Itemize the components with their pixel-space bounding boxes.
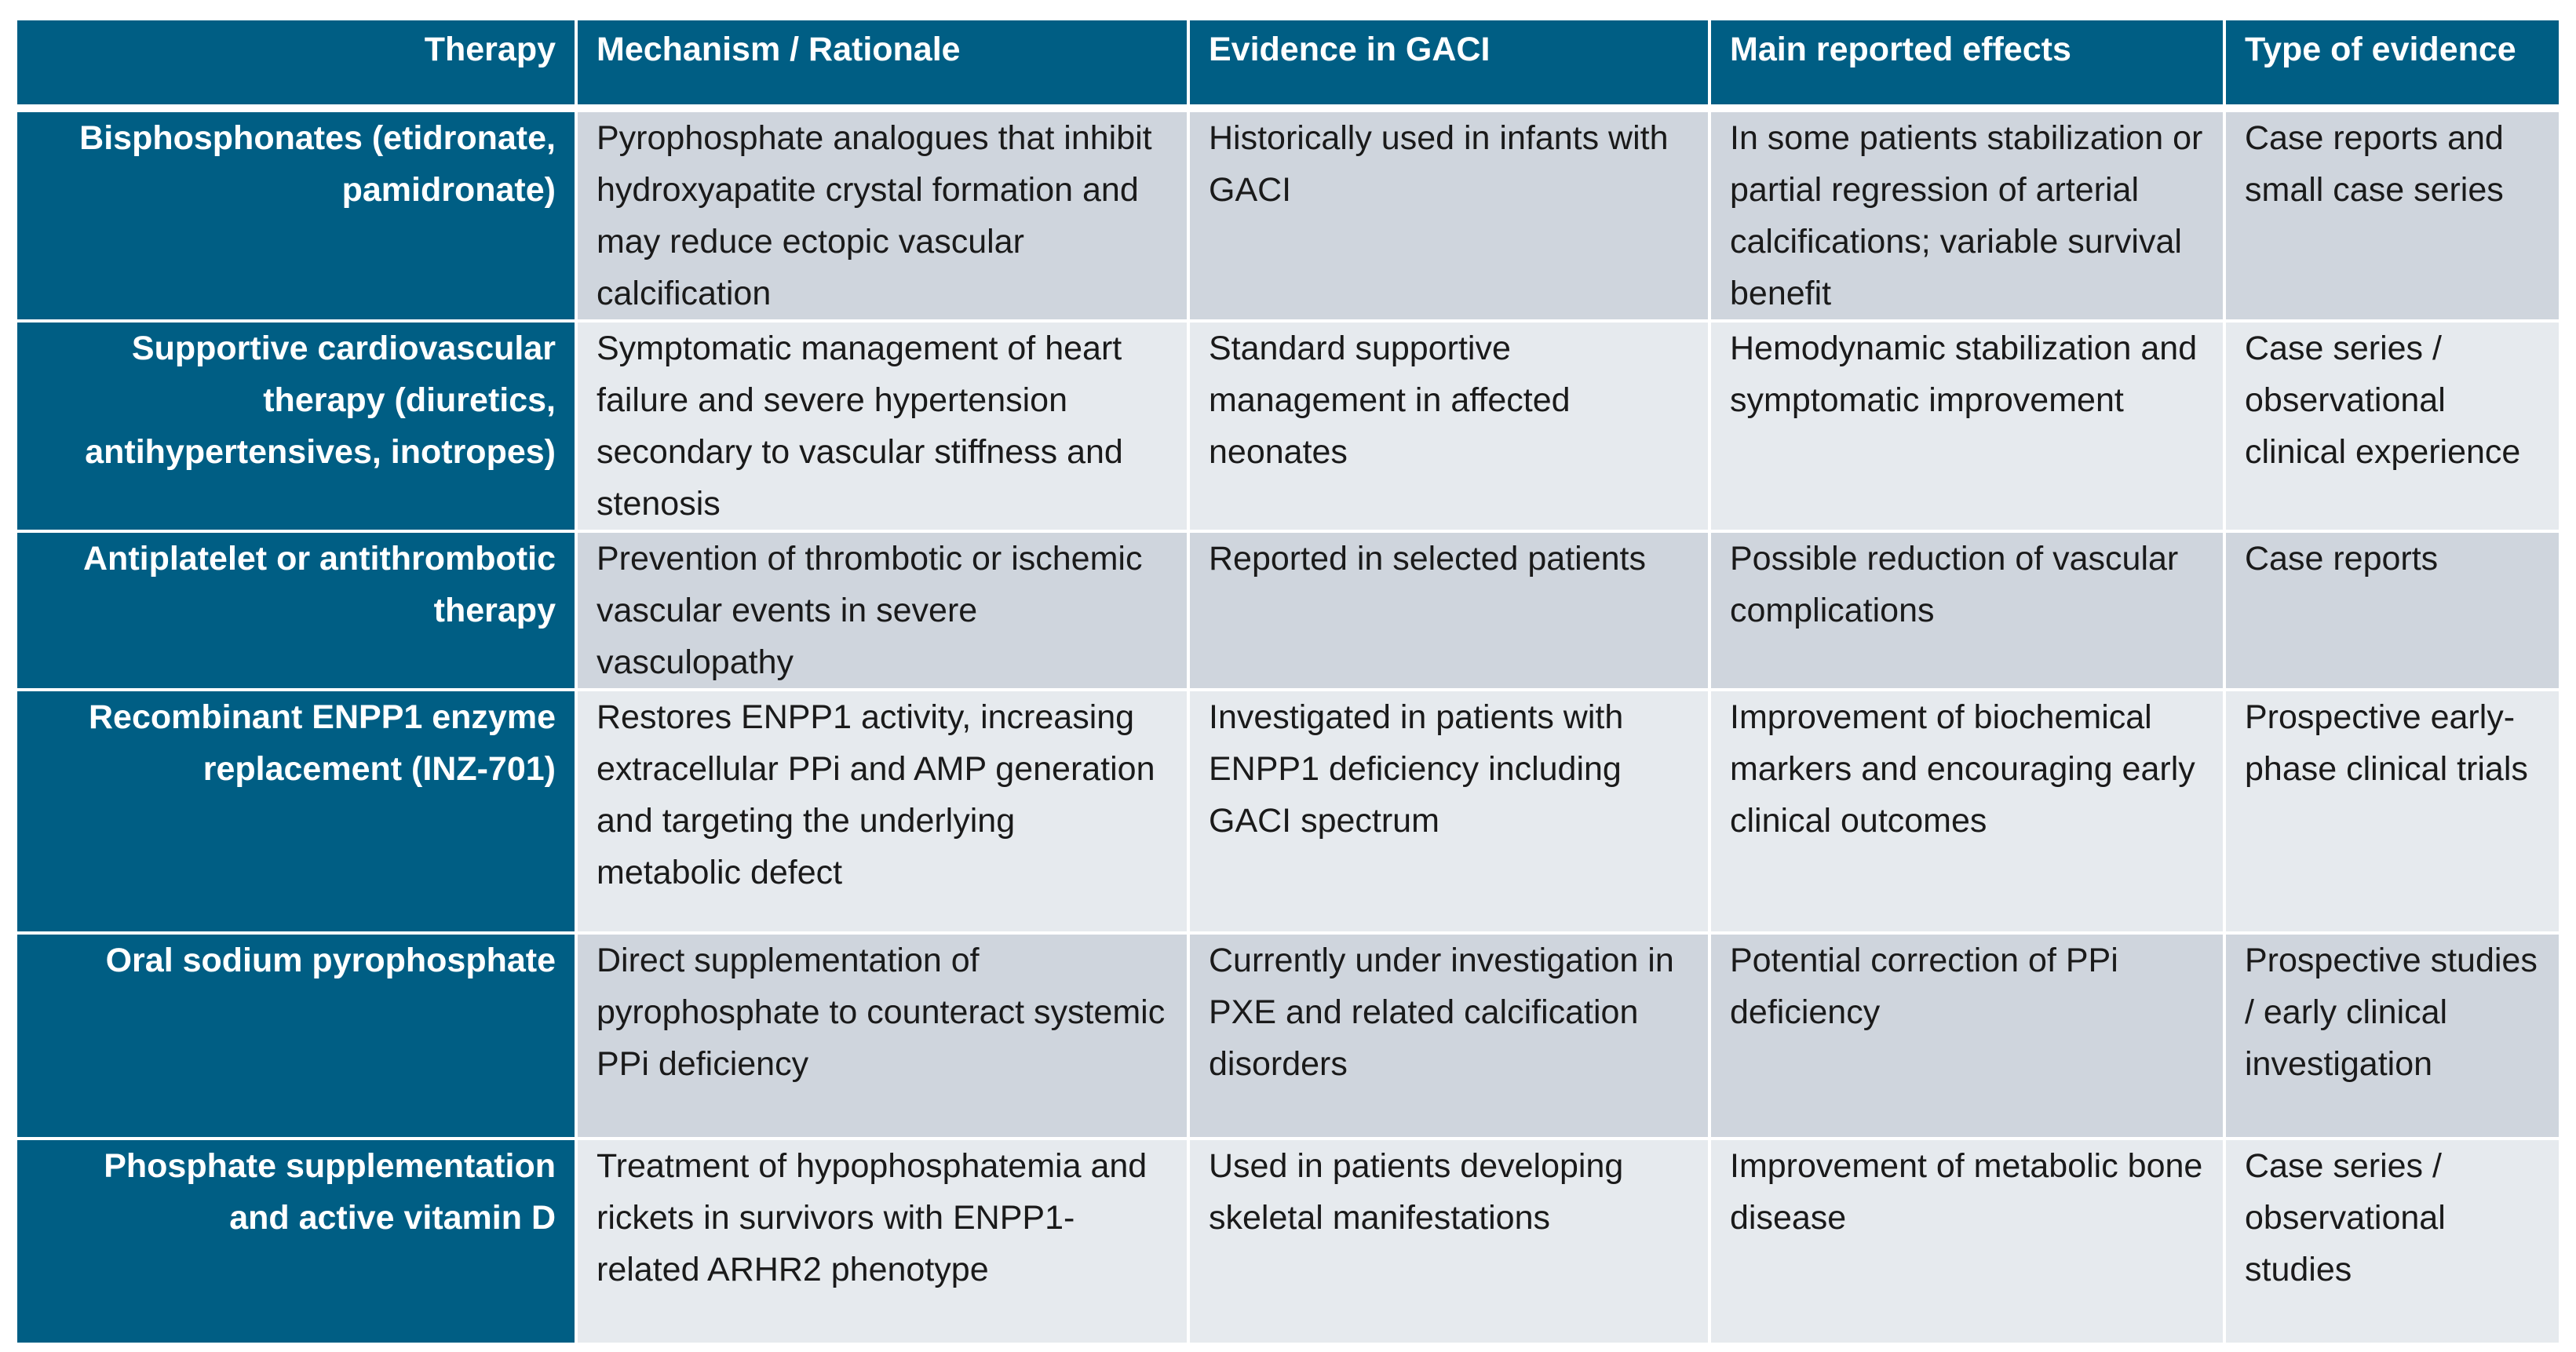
evidence-cell: Historically used in infants with GACI bbox=[1188, 108, 1711, 321]
evidence-cell: Reported in selected patients bbox=[1188, 531, 1711, 690]
header-mechanism: Mechanism / Rationale bbox=[576, 20, 1190, 112]
evidence-type-cell: Case series / observational clinical exp… bbox=[2224, 321, 2559, 531]
therapy-cell: Bisphosphonates (etidronate, pamidronate… bbox=[17, 108, 578, 321]
evidence-cell: Standard supportive management in affect… bbox=[1188, 321, 1711, 531]
therapy-cell: Recombinant ENPP1 enzyme replacement (IN… bbox=[17, 690, 578, 933]
table-row: Bisphosphonates (etidronate, pamidronate… bbox=[17, 108, 2559, 321]
mechanism-cell: Treatment of hypophosphatemia and ricket… bbox=[576, 1139, 1190, 1344]
header-effects: Main reported effects bbox=[1709, 20, 2226, 112]
effects-cell: Improvement of metabolic bone disease bbox=[1709, 1139, 2226, 1344]
therapy-cell: Phosphate supplementation and active vit… bbox=[17, 1139, 578, 1344]
evidence-type-cell: Prospective studies / early clinical inv… bbox=[2224, 933, 2559, 1139]
effects-cell: Hemodynamic stabilization and symptomati… bbox=[1709, 321, 2226, 531]
mechanism-cell: Prevention of thrombotic or ischemic vas… bbox=[576, 531, 1190, 690]
therapy-table-container: Therapy Mechanism / Rationale Evidence i… bbox=[17, 20, 2559, 1346]
evidence-cell: Currently under investigation in PXE and… bbox=[1188, 933, 1711, 1139]
mechanism-cell: Restores ENPP1 activity, increasing extr… bbox=[576, 690, 1190, 933]
table-row: Oral sodium pyrophosphate Direct supplem… bbox=[17, 933, 2559, 1139]
therapy-cell: Supportive cardiovascular therapy (diure… bbox=[17, 321, 578, 531]
evidence-type-cell: Case series / observational studies bbox=[2224, 1139, 2559, 1344]
effects-cell: Potential correction of PPi deficiency bbox=[1709, 933, 2226, 1139]
therapy-table: Therapy Mechanism / Rationale Evidence i… bbox=[17, 20, 2559, 1346]
evidence-cell: Used in patients developing skeletal man… bbox=[1188, 1139, 1711, 1344]
evidence-type-cell: Prospective early-phase clinical trials bbox=[2224, 690, 2559, 933]
effects-cell: Improvement of biochemical markers and e… bbox=[1709, 690, 2226, 933]
mechanism-cell: Direct supplementation of pyrophosphate … bbox=[576, 933, 1190, 1139]
table-row: Phosphate supplementation and active vit… bbox=[17, 1139, 2559, 1344]
evidence-type-cell: Case reports bbox=[2224, 531, 2559, 690]
mechanism-cell: Symptomatic management of heart failure … bbox=[576, 321, 1190, 531]
effects-cell: In some patients stabilization or partia… bbox=[1709, 108, 2226, 321]
table-header: Therapy Mechanism / Rationale Evidence i… bbox=[17, 20, 2559, 112]
evidence-type-cell: Case reports and small case series bbox=[2224, 108, 2559, 321]
table-row: Recombinant ENPP1 enzyme replacement (IN… bbox=[17, 690, 2559, 933]
table-body: Bisphosphonates (etidronate, pamidronate… bbox=[17, 108, 2559, 1344]
header-therapy: Therapy bbox=[17, 20, 578, 112]
effects-cell: Possible reduction of vascular complicat… bbox=[1709, 531, 2226, 690]
header-evidence: Evidence in GACI bbox=[1188, 20, 1711, 112]
header-type: Type of evidence bbox=[2224, 20, 2559, 112]
therapy-cell: Oral sodium pyrophosphate bbox=[17, 933, 578, 1139]
table-row: Antiplatelet or antithrombotic therapy P… bbox=[17, 531, 2559, 690]
therapy-cell: Antiplatelet or antithrombotic therapy bbox=[17, 531, 578, 690]
header-row: Therapy Mechanism / Rationale Evidence i… bbox=[17, 20, 2559, 112]
table-row: Supportive cardiovascular therapy (diure… bbox=[17, 321, 2559, 531]
mechanism-cell: Pyrophosphate analogues that inhibit hyd… bbox=[576, 108, 1190, 321]
evidence-cell: Investigated in patients with ENPP1 defi… bbox=[1188, 690, 1711, 933]
